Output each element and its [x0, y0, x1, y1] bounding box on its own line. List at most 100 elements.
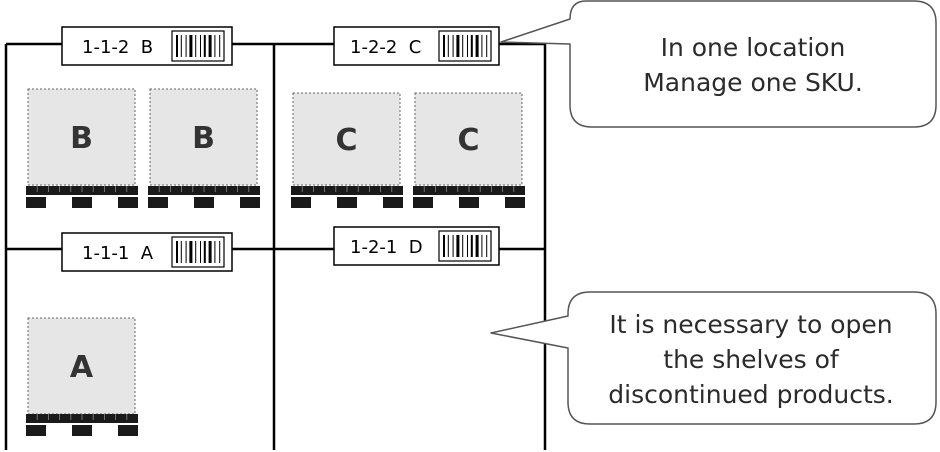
- barcode-bar: [462, 35, 464, 57]
- callout-top-bubble: [500, 0, 937, 128]
- callout-bottom-bubble: [490, 291, 937, 425]
- callout-bottom-line-1: It is necessary to open: [609, 310, 892, 339]
- pallet: [291, 186, 403, 208]
- barcode-bar: [200, 35, 201, 57]
- pallet-foot: [118, 197, 138, 208]
- barcode-bar: [219, 241, 221, 263]
- barcode-bar: [200, 241, 201, 263]
- barcode-bar: [475, 35, 479, 57]
- pallet: [26, 186, 138, 208]
- pallet-stringer: [148, 192, 260, 195]
- barcode-bar: [452, 235, 454, 257]
- callout-bottom-line-2: the shelves of: [663, 345, 840, 374]
- barcode-frame: [438, 230, 492, 262]
- location-tag-text: 1-1-1 A: [82, 243, 154, 264]
- barcode-bar: [189, 35, 193, 57]
- location-tag-1-2-2: 1-2-2 C: [333, 26, 500, 66]
- barcode-bar: [467, 235, 468, 257]
- barcode-frame: [171, 30, 225, 62]
- barcode-bar: [219, 35, 221, 57]
- barcode-bar: [208, 241, 212, 263]
- box-b: B: [27, 88, 136, 186]
- box-b: B: [149, 88, 258, 186]
- barcode-bar: [486, 235, 488, 257]
- barcode-bar: [467, 35, 468, 57]
- box-body: [27, 88, 136, 186]
- barcode-bar: [486, 35, 488, 57]
- barcode-bar: [203, 241, 206, 263]
- barcode-bar: [203, 35, 206, 57]
- barcode-bar: [452, 35, 454, 57]
- barcode-bar: [447, 235, 449, 257]
- barcode-bar: [214, 35, 216, 57]
- pallet-stringer: [26, 420, 138, 423]
- pallet: [413, 186, 525, 208]
- barcode-bar: [185, 241, 187, 263]
- barcode-icon: [171, 236, 225, 268]
- box-label: B: [192, 121, 215, 156]
- pallet-foot: [148, 197, 168, 208]
- box-body: [414, 92, 523, 186]
- box-label: B: [70, 121, 93, 156]
- location-tag-1-2-1: 1-2-1 D: [333, 226, 500, 266]
- barcode-bar: [481, 35, 483, 57]
- barcode-icon: [438, 30, 492, 62]
- barcode-bar: [176, 35, 178, 57]
- barcode-bar: [443, 35, 445, 57]
- barcode-icon: [171, 30, 225, 62]
- pallet-foot: [26, 425, 46, 436]
- pallet-foot: [194, 197, 214, 208]
- barcode-bar: [470, 235, 473, 257]
- barcode-bar: [456, 35, 460, 57]
- location-tag-1-1-2: 1-1-2 B: [61, 26, 233, 66]
- pallet-foot: [413, 197, 433, 208]
- pallet-foot: [291, 197, 311, 208]
- barcode-frame: [171, 236, 225, 268]
- pallet-foot: [26, 197, 46, 208]
- callout-bottom-line-3: discontinued products.: [608, 380, 894, 409]
- location-tag-1-1-1: 1-1-1 A: [61, 232, 233, 272]
- pallet-foot: [459, 197, 479, 208]
- pallet-foot: [337, 197, 357, 208]
- box-label: C: [335, 123, 357, 158]
- pallet-stringer: [291, 192, 403, 195]
- boxes-layer: B B C C A: [27, 88, 523, 415]
- barcode-bar: [481, 235, 483, 257]
- callout-top-line-1: In one location: [661, 33, 846, 62]
- barcode-bar: [176, 241, 178, 263]
- location-tag-text: 1-1-2 B: [82, 37, 153, 58]
- barcode-frame: [438, 30, 492, 62]
- location-tag-text: 1-2-2 C: [350, 37, 421, 58]
- box-label: A: [70, 350, 94, 385]
- pallet-stringer: [26, 192, 138, 195]
- box-c: C: [414, 92, 523, 186]
- barcode-bar: [443, 235, 445, 257]
- pallet: [26, 414, 138, 436]
- barcode-bar: [180, 241, 182, 263]
- barcode-bar: [456, 235, 460, 257]
- box-a: A: [27, 317, 136, 415]
- pallet-foot: [383, 197, 403, 208]
- box-body: [149, 88, 258, 186]
- barcode-bar: [189, 241, 193, 263]
- pallet-foot: [505, 197, 525, 208]
- barcode-bar: [208, 35, 212, 57]
- pallets-layer: [26, 186, 525, 436]
- barcode-icon: [438, 230, 492, 262]
- callout-top-line-2: Manage one SKU.: [643, 68, 863, 97]
- callout-top: In one location Manage one SKU.: [500, 0, 937, 128]
- barcode-bar: [470, 35, 473, 57]
- barcode-bar: [195, 35, 197, 57]
- barcode-bar: [462, 235, 464, 257]
- barcode-bar: [185, 35, 187, 57]
- pallet-foot: [72, 425, 92, 436]
- box-c: C: [292, 92, 401, 186]
- barcode-bar: [180, 35, 182, 57]
- pallet-foot: [72, 197, 92, 208]
- pallet: [148, 186, 260, 208]
- location-tag-text: 1-2-1 D: [350, 237, 423, 258]
- barcode-bar: [214, 241, 216, 263]
- box-body: [27, 317, 136, 415]
- barcode-bar: [475, 235, 479, 257]
